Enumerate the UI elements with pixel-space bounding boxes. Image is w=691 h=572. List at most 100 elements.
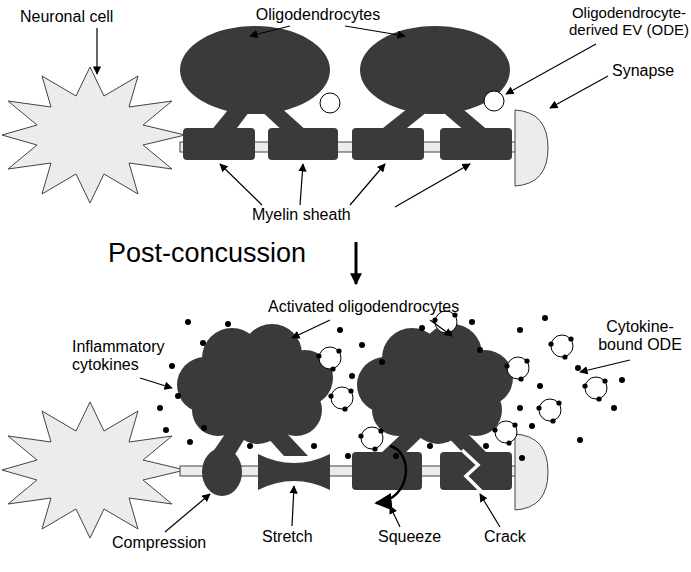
cytokine-bound-ode bbox=[548, 335, 573, 360]
compressed-myelin bbox=[202, 448, 242, 496]
leader-line bbox=[300, 164, 303, 205]
cytokine-dots bbox=[469, 319, 475, 325]
cytokine-dots bbox=[537, 383, 543, 389]
cytokine-bound-ode bbox=[582, 377, 607, 402]
myelin-segment bbox=[183, 128, 255, 160]
oligodendrocyte bbox=[180, 26, 510, 132]
activated-oligodendrocyte bbox=[357, 324, 513, 444]
oligodendrocyte bbox=[180, 26, 330, 114]
cytokine-dots bbox=[187, 439, 193, 445]
callout-label: Oligodendrocyte-derived EV (ODE) bbox=[568, 4, 690, 39]
cytokine-dots bbox=[157, 315, 625, 461]
cytokine-dots bbox=[311, 443, 317, 449]
leader-line bbox=[345, 26, 405, 36]
cytokine-dots bbox=[175, 393, 181, 399]
neuron-body bbox=[2, 402, 185, 538]
stage-label: Post-concussion bbox=[108, 238, 348, 269]
leader-lines bbox=[140, 320, 630, 532]
cytokine-dots bbox=[577, 437, 583, 443]
cytokine-dots bbox=[200, 340, 206, 346]
cytokine-dots bbox=[337, 327, 343, 333]
callout-label: Synapse bbox=[612, 62, 690, 80]
cytokine-dots bbox=[393, 453, 399, 459]
myelin-segment bbox=[268, 128, 338, 160]
ode-vesicle bbox=[320, 93, 340, 113]
cytokine-bound-ode bbox=[536, 399, 561, 424]
crack-mark bbox=[462, 450, 482, 492]
cytokine-dots bbox=[575, 365, 581, 371]
cytokine-dots bbox=[185, 319, 191, 325]
cytokine-dots bbox=[163, 427, 169, 433]
callout-label: Compression bbox=[112, 534, 232, 552]
cytokine-bound-ode bbox=[492, 421, 517, 446]
neuron-body bbox=[2, 402, 185, 538]
synapse bbox=[515, 434, 548, 510]
leader-line bbox=[165, 494, 210, 532]
callout-label: Squeeze bbox=[378, 528, 458, 546]
cytokine-bound-ode bbox=[504, 357, 529, 382]
leader-line bbox=[430, 320, 452, 336]
cytokine-dots bbox=[619, 377, 625, 383]
leader-line bbox=[96, 28, 97, 74]
callout-label: Crack bbox=[484, 528, 554, 546]
leader-line bbox=[580, 360, 630, 372]
squeezed-myelin bbox=[352, 452, 422, 490]
cytokine-dots bbox=[379, 359, 385, 365]
cytokine-dots bbox=[611, 405, 617, 411]
callout-label: Inflammatory cytokines bbox=[72, 338, 184, 375]
cytokine-bound-ode bbox=[316, 311, 607, 452]
cytokine-bound-ode bbox=[328, 387, 353, 412]
cytokine-dots bbox=[477, 347, 483, 353]
cytokine-dots bbox=[517, 405, 523, 411]
leader-line bbox=[292, 320, 330, 338]
stretched-myelin bbox=[258, 454, 330, 490]
activated-oligodendrocyte bbox=[177, 324, 333, 444]
leader-line bbox=[395, 164, 470, 207]
leader-line bbox=[292, 486, 294, 526]
leader-line bbox=[390, 506, 400, 527]
leader-line bbox=[140, 378, 172, 388]
cytokine-dots bbox=[201, 425, 207, 431]
cytokine-dots bbox=[427, 443, 433, 449]
leader-line bbox=[250, 26, 290, 36]
callout-label: Oligodendrocytes bbox=[238, 6, 398, 24]
activated-oligodendrocyte bbox=[395, 345, 475, 425]
cytokine-bound-ode bbox=[358, 427, 383, 452]
myelin-sheath bbox=[183, 128, 512, 160]
leader-line bbox=[350, 164, 385, 205]
cytokine-dots bbox=[349, 373, 355, 379]
cytokine-dots bbox=[419, 325, 425, 331]
cytokine-dots bbox=[345, 453, 351, 459]
neuron-body bbox=[2, 67, 185, 203]
synapse bbox=[515, 110, 548, 186]
ode-vesicle bbox=[484, 91, 504, 111]
neuron-body bbox=[2, 67, 185, 203]
activated-oligodendrocyte bbox=[215, 345, 295, 425]
leader-line bbox=[220, 164, 262, 205]
callout-label: Stretch bbox=[262, 528, 342, 546]
cytokine-dots bbox=[519, 455, 525, 461]
leader-line bbox=[480, 494, 500, 527]
callout-label: Neuronal cell bbox=[20, 8, 180, 26]
cytokine-dots bbox=[157, 405, 163, 411]
cytokine-dots bbox=[247, 443, 253, 449]
cytokine-dots bbox=[359, 342, 365, 348]
leader-lines bbox=[97, 26, 608, 207]
cytokine-dots bbox=[529, 423, 535, 429]
callout-label: Myelin sheath bbox=[252, 206, 412, 224]
leader-line bbox=[550, 76, 608, 108]
myelin-segment bbox=[440, 128, 512, 160]
callout-label: Activated oligodendrocytes bbox=[268, 298, 528, 316]
cytokine-dots bbox=[169, 363, 175, 369]
leader-line bbox=[506, 44, 596, 94]
cytokine-dots bbox=[483, 443, 489, 449]
squeeze-arrow bbox=[376, 446, 406, 503]
stage-arrow bbox=[355, 242, 358, 284]
damaged-myelin bbox=[202, 448, 512, 496]
cytokine-bound-ode bbox=[316, 347, 341, 372]
cytokine-dots bbox=[542, 315, 548, 321]
oligodendrocyte bbox=[360, 26, 510, 114]
